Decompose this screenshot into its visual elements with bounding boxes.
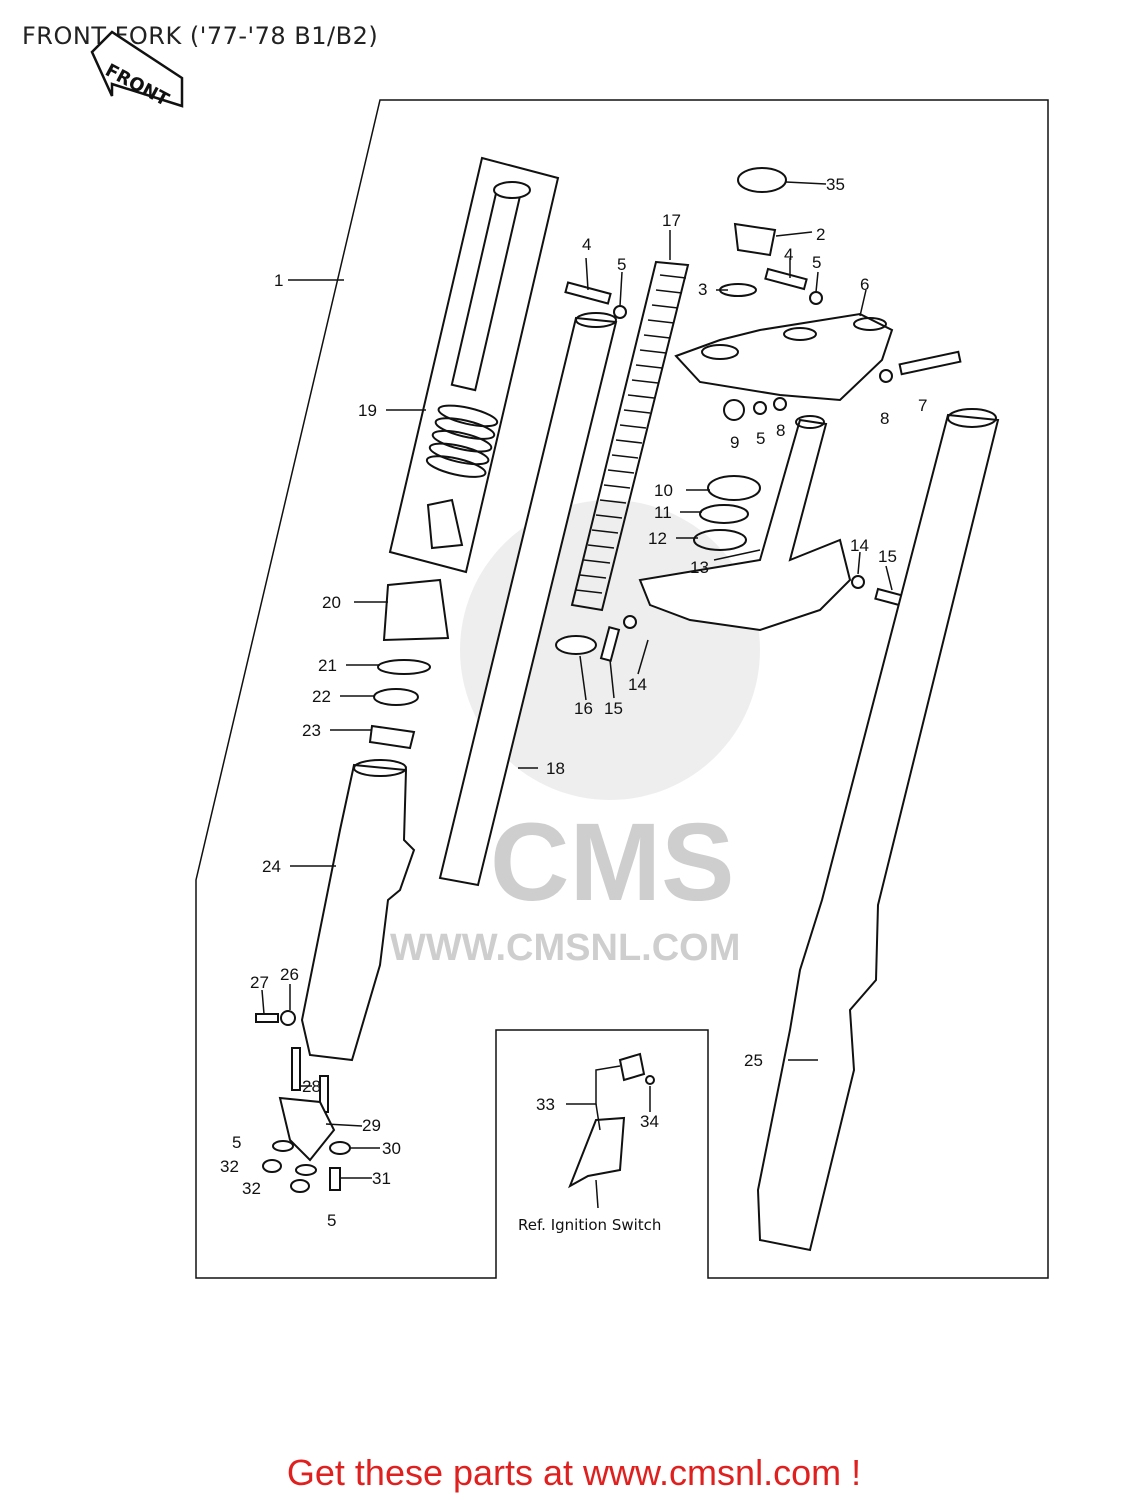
nut-30 [329, 1141, 351, 1155]
callout-11: 11 [654, 503, 672, 522]
callout-15-right: 15 [878, 547, 897, 566]
callout-19: 19 [358, 401, 377, 420]
bolt-27 [255, 1013, 279, 1023]
washer-14-left [623, 615, 637, 629]
inner-tube-18 [438, 316, 618, 887]
bolt-4-left [564, 281, 612, 305]
screw-34 [645, 1075, 655, 1085]
bearing-cup-12 [693, 529, 747, 551]
bolt-7 [898, 350, 962, 376]
nut-32-a [262, 1159, 282, 1173]
ignition-switch [568, 1116, 626, 1189]
washer-5-top-left [613, 305, 627, 319]
callout-21: 21 [318, 656, 337, 675]
callout-4-left: 4 [582, 235, 591, 254]
callout-5-top-left: 5 [617, 255, 626, 274]
callout-7: 7 [918, 396, 927, 415]
dust-seal-20 [382, 578, 450, 642]
callout-2: 2 [816, 225, 825, 244]
callout-9: 9 [730, 433, 739, 452]
washer-8-right [879, 369, 893, 383]
callout-25: 25 [744, 1051, 763, 1070]
cta-link[interactable]: Get these parts at www.cmsnl.com ! [286, 1452, 862, 1493]
callout-26: 26 [280, 965, 299, 984]
circlip-21 [377, 659, 431, 675]
axle-clamp-29 [278, 1096, 336, 1162]
damper-assembly-box [388, 156, 560, 574]
callout-30: 30 [382, 1139, 401, 1158]
washer-8-mid [773, 397, 787, 411]
bushing-23 [368, 724, 416, 750]
callout-4-right: 4 [784, 245, 793, 264]
callout-5-lower-1: 5 [232, 1133, 241, 1152]
callout-18: 18 [546, 759, 565, 778]
callout-35: 35 [826, 175, 845, 194]
washer-5-mid [753, 401, 767, 415]
ignition-cover-33 [618, 1052, 646, 1082]
top-plug-2 [733, 222, 777, 257]
fork-spring-17 [570, 260, 690, 612]
callout-10: 10 [654, 481, 673, 500]
washer-5-lower-2 [295, 1164, 317, 1176]
callout-1: 1 [274, 271, 283, 290]
callout-8-right: 8 [880, 409, 889, 428]
oil-seal-22 [373, 688, 419, 706]
bolt-4-right [764, 267, 808, 291]
watermark-url: WWW.CMSNL.COM [390, 927, 740, 969]
nut-32-b [290, 1179, 310, 1193]
steering-stem-13 [638, 418, 852, 632]
washer-26 [280, 1010, 296, 1026]
washer-14-right [851, 575, 865, 589]
callout-5-top-right: 5 [812, 253, 821, 272]
callout-24: 24 [262, 857, 281, 876]
callout-14-left: 14 [628, 675, 647, 694]
callout-8-mid: 8 [776, 421, 785, 440]
callout-labels: 1 2 3 4 4 5 5 5 5 5 6 7 8 8 9 10 11 12 1… [220, 175, 927, 1230]
upper-bracket-6 [674, 312, 894, 402]
nut-9 [723, 399, 745, 421]
callout-22: 22 [312, 687, 331, 706]
callout-5-mid: 5 [756, 429, 765, 448]
cap-35 [737, 167, 787, 193]
bearing-11 [699, 504, 749, 524]
washer-5-top-right [809, 291, 823, 305]
callout-27: 27 [250, 973, 269, 992]
callout-14-right: 14 [850, 536, 869, 555]
callout-16: 16 [574, 699, 593, 718]
callout-23: 23 [302, 721, 321, 740]
callout-34: 34 [640, 1112, 659, 1131]
diagram-border [195, 99, 1049, 1279]
callout-28: 28 [302, 1077, 321, 1096]
bolt-31 [329, 1167, 341, 1191]
callout-13: 13 [690, 558, 709, 577]
callout-29: 29 [362, 1116, 381, 1135]
callout-31: 31 [372, 1169, 391, 1188]
washer-5-lower-1 [272, 1140, 294, 1152]
callout-15-left: 15 [604, 699, 623, 718]
leader-lines [261, 181, 893, 1209]
callout-32-a: 32 [220, 1157, 239, 1176]
watermark-brand: CMS [490, 801, 734, 924]
callout-6: 6 [860, 275, 869, 294]
seal-16 [555, 635, 597, 655]
callout-17: 17 [662, 211, 681, 230]
ignition-switch-reference-caption: Ref. Ignition Switch [518, 1216, 661, 1234]
callout-32-b: 32 [242, 1179, 261, 1198]
front-direction-badge: FRONT [90, 30, 184, 111]
bearing-cone-10 [707, 475, 761, 501]
bolt-15-left [599, 626, 621, 662]
front-fork-exploded-diagram: CMS WWW.CMSNL.COM FRONT [90, 30, 1049, 1279]
outer-tube-left-24 [300, 763, 416, 1062]
callout-12: 12 [648, 529, 667, 548]
callout-20: 20 [322, 593, 341, 612]
stud-28a [291, 1047, 301, 1091]
callout-3: 3 [698, 280, 707, 299]
callout-5-lower-2: 5 [327, 1211, 336, 1230]
callout-33: 33 [536, 1095, 555, 1114]
fork-leg-right-25 [756, 413, 1000, 1252]
page-title: FRONT FORK ('77-'78 B1/B2) [22, 22, 379, 50]
